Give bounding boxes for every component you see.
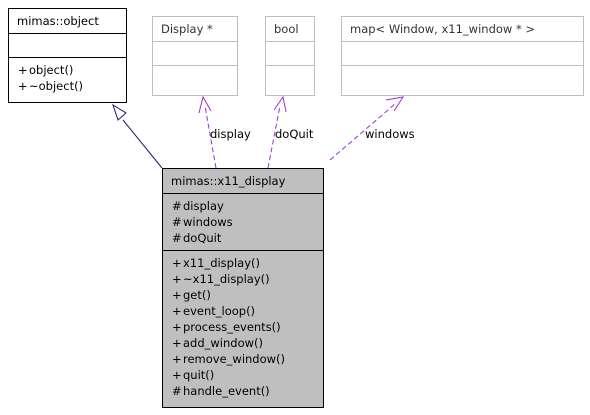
method-row: +event_loop()	[172, 303, 323, 319]
inheritance-edge	[112, 103, 163, 169]
attribute-row: #windows	[172, 214, 323, 230]
visibility-marker: +	[172, 304, 182, 318]
type-display: Display *	[152, 16, 238, 96]
attributes-section	[266, 41, 314, 65]
methods-section: +object() +~object()	[9, 57, 126, 98]
type-title: Display *	[161, 22, 213, 36]
edge-label-windows: windows	[365, 127, 415, 141]
visibility-marker: +	[172, 352, 182, 366]
attribute-name: display	[183, 199, 224, 213]
method-row: +x11_display()	[172, 255, 323, 271]
edge-label-doquit: doQuit	[275, 127, 314, 141]
visibility-marker: #	[172, 231, 182, 245]
method-row: #handle_event()	[172, 383, 323, 399]
attribute-name: doQuit	[183, 231, 222, 245]
method-row: +~x11_display()	[172, 271, 323, 287]
visibility-marker: #	[172, 199, 182, 213]
attributes-section	[342, 41, 583, 65]
method-name: remove_window()	[183, 352, 286, 366]
type-map: map< Window, x11_window * >	[341, 16, 584, 96]
method-row: +add_window()	[172, 335, 323, 351]
visibility-marker: +	[172, 336, 182, 350]
class-title: mimas::x11_display	[171, 174, 286, 188]
method-name: ~object()	[29, 79, 84, 93]
methods-section	[266, 65, 314, 89]
edge-label-display: display	[210, 127, 251, 141]
method-row: +object()	[18, 62, 126, 78]
visibility-marker: #	[172, 215, 182, 229]
visibility-marker: #	[172, 384, 182, 398]
usage-arrowhead-icon	[385, 96, 405, 112]
attributes-section	[9, 33, 126, 57]
methods-section	[153, 65, 237, 89]
methods-section	[342, 65, 583, 89]
visibility-marker: +	[172, 256, 182, 270]
method-row: +process_events()	[172, 319, 323, 335]
method-name: ~x11_display()	[183, 272, 270, 286]
usage-arrowhead-icon	[273, 95, 287, 113]
method-name: event_loop()	[183, 304, 256, 318]
visibility-marker: +	[172, 288, 182, 302]
visibility-marker: +	[172, 320, 182, 334]
usage-edge-windows	[329, 96, 405, 161]
visibility-marker: +	[172, 368, 182, 382]
method-name: x11_display()	[183, 256, 260, 270]
method-name: get()	[183, 288, 211, 302]
usage-arrowhead-icon	[198, 95, 212, 114]
usage-edge-doquit	[267, 95, 287, 169]
class-object: mimas::object +object() +~object()	[8, 8, 127, 103]
method-row: +get()	[172, 287, 323, 303]
type-bool: bool	[265, 16, 315, 96]
method-name: quit()	[183, 368, 215, 382]
type-title: map< Window, x11_window * >	[350, 22, 536, 36]
method-row: +quit()	[172, 367, 323, 383]
type-title: bool	[274, 22, 299, 36]
class-title: mimas::object	[17, 14, 99, 28]
attribute-name: windows	[183, 215, 233, 229]
attribute-row: #doQuit	[172, 230, 323, 246]
attributes-section: #display #windows #doQuit	[163, 193, 323, 250]
visibility-marker: +	[18, 63, 28, 77]
method-name: object()	[29, 63, 74, 77]
method-row: +~object()	[18, 78, 126, 94]
method-name: add_window()	[183, 336, 264, 350]
usage-edge-display	[198, 95, 217, 169]
attribute-row: #display	[172, 198, 323, 214]
method-row: +remove_window()	[172, 351, 323, 367]
methods-section: +x11_display() +~x11_display() +get() +e…	[163, 250, 323, 403]
method-name: handle_event()	[183, 384, 270, 398]
visibility-marker: +	[172, 272, 182, 286]
visibility-marker: +	[18, 79, 28, 93]
class-x11-display: mimas::x11_display #display #windows #do…	[162, 168, 324, 408]
attributes-section	[153, 41, 237, 65]
inheritance-arrowhead-icon	[112, 103, 127, 121]
method-name: process_events()	[183, 320, 281, 334]
